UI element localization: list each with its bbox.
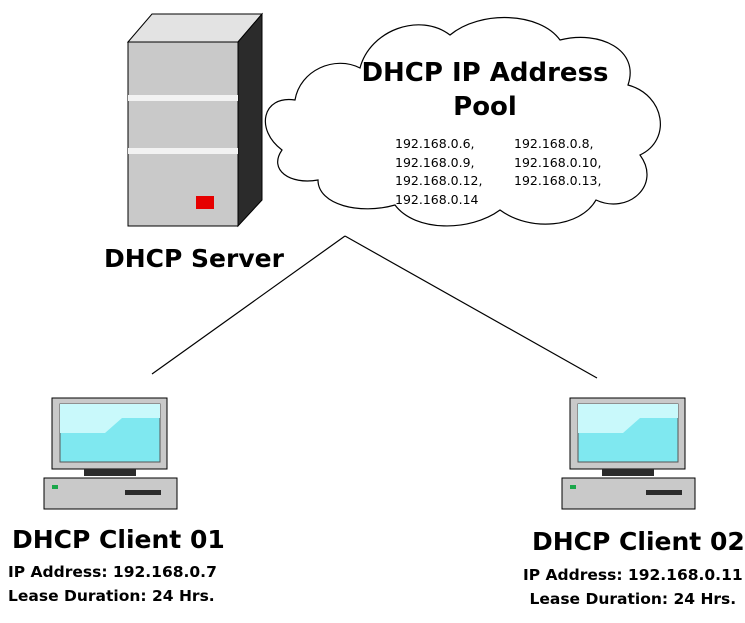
ip-pool-title-line-2: Pool — [453, 92, 517, 122]
ip-pool-address: 192.168.0.9, — [395, 154, 475, 170]
client-02-ip: IP Address: 192.168.0.11 — [523, 566, 743, 584]
client-02-lease: Lease Duration: 24 Hrs. — [529, 590, 737, 608]
client-01-lease: Lease Duration: 24 Hrs. — [8, 587, 215, 605]
ip-pool-title: DHCP IP Address Pool — [350, 56, 620, 124]
ip-pool-title-line-1: DHCP IP Address — [361, 58, 609, 88]
ip-pool-list-right: 192.168.0.8, 192.168.0.10, 192.168.0.13, — [514, 135, 601, 191]
ip-pool-address: 192.168.0.12, — [395, 173, 483, 188]
ip-pool-list-left: 192.168.0.6, 192.168.0.9, 192.168.0.12, … — [395, 135, 482, 209]
ip-pool-cloud — [264, 17, 661, 227]
client-02-info: IP Address: 192.168.0.11 Lease Duration:… — [523, 563, 743, 611]
computer-icon-client-02 — [561, 397, 696, 510]
ip-pool-address: 192.168.0.10, — [514, 154, 602, 170]
client-01-title: DHCP Client 01 — [12, 525, 225, 554]
ip-pool-address: 192.168.0.8, — [514, 136, 594, 151]
server-power-indicator — [196, 196, 214, 209]
client-01-info: IP Address: 192.168.0.7 Lease Duration: … — [8, 560, 217, 608]
server-icon — [126, 12, 264, 228]
client-02-title: DHCP Client 02 — [532, 527, 745, 556]
link-server-client-01 — [151, 235, 346, 375]
power-led — [570, 485, 576, 489]
computer-icon-client-01 — [43, 397, 178, 510]
power-led — [52, 485, 58, 489]
ip-pool-address: 192.168.0.13, — [514, 173, 602, 188]
disk-slot — [125, 490, 161, 495]
ip-pool-address: 192.168.0.14 — [395, 191, 479, 207]
client-01-ip: IP Address: 192.168.0.7 — [8, 563, 217, 581]
ip-pool-address: 192.168.0.6, — [395, 136, 475, 151]
server-label: DHCP Server — [104, 244, 284, 273]
disk-slot — [646, 490, 682, 495]
link-server-client-02 — [344, 235, 598, 379]
